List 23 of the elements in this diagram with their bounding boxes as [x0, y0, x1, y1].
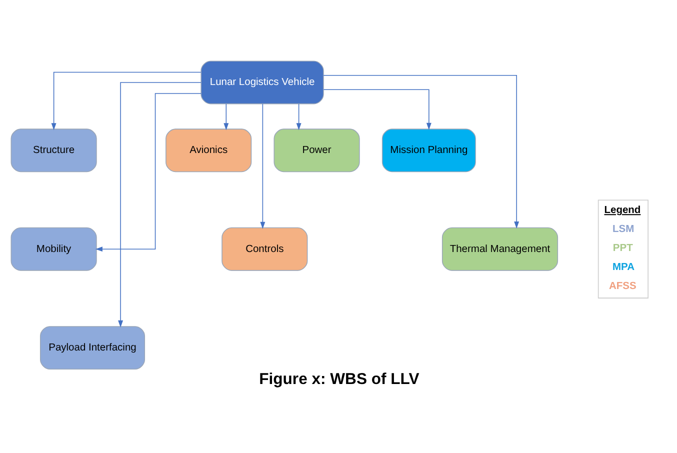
- legend-label: LSM: [612, 224, 634, 235]
- arrow: [296, 103, 302, 130]
- node-box: Structure: [10, 128, 97, 172]
- arrow: [224, 103, 229, 130]
- legend-label: PPT: [612, 242, 633, 254]
- node-box: Power: [274, 128, 360, 172]
- arrow: [260, 103, 266, 228]
- arrow: [95, 92, 202, 252]
- node-box: Thermal Management: [442, 226, 558, 270]
- arrow: [323, 74, 520, 228]
- arrow: [51, 71, 202, 130]
- caption: Figure x: WBS of LLV: [259, 370, 420, 388]
- label: Legend: [604, 204, 641, 216]
- node-box: Mission Planning: [382, 128, 476, 172]
- arrow: [118, 82, 202, 328]
- arrow: [323, 88, 432, 130]
- node-box: Lunar Logistics Vehicle: [200, 60, 324, 104]
- node-box: Mobility: [10, 226, 97, 270]
- legend-label: AFSS: [608, 280, 636, 292]
- node-box: Payload Interfacing: [40, 326, 146, 370]
- node-box: Avionics: [166, 128, 252, 172]
- legend-label: MPA: [612, 261, 635, 272]
- node-box: Controls: [222, 226, 308, 270]
